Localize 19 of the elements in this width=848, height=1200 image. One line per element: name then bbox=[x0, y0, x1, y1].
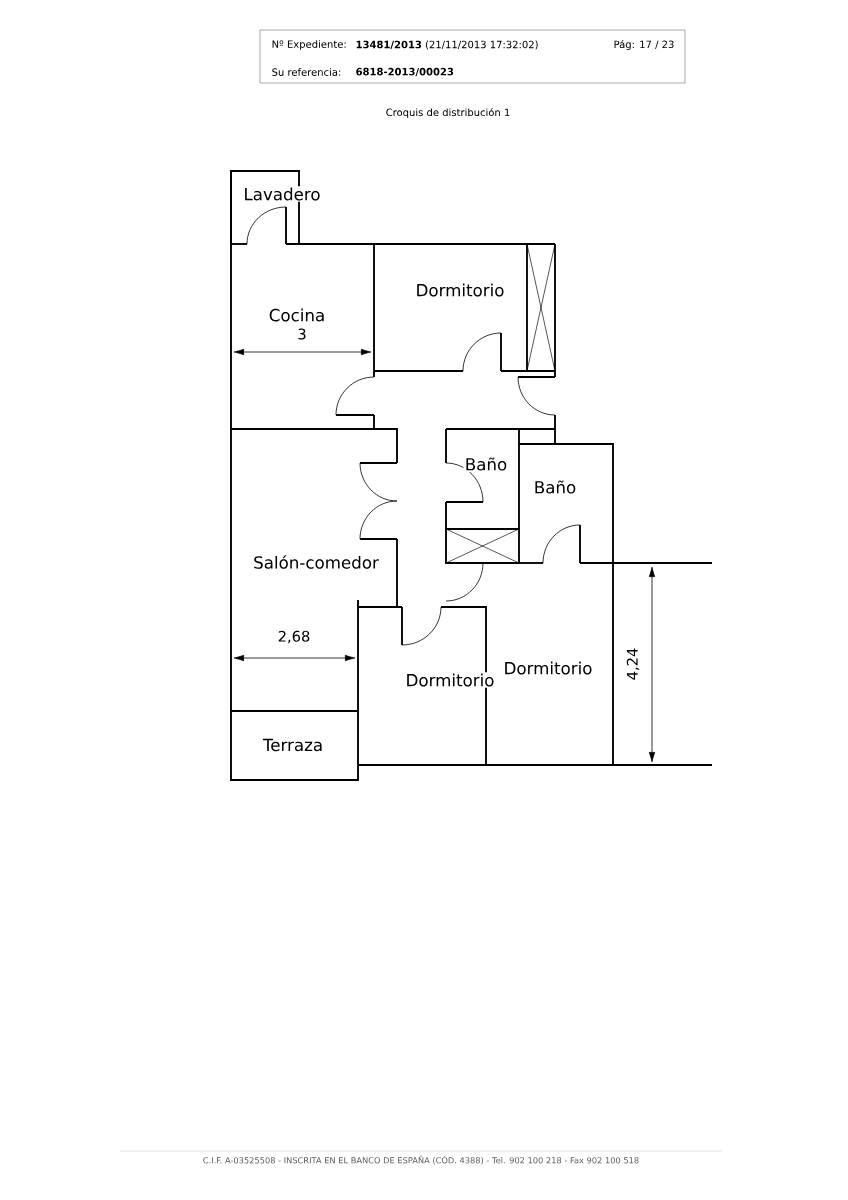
dimension-label: 3 bbox=[298, 328, 306, 340]
room-label: Salón-comedor bbox=[251, 553, 381, 571]
room-label: Cocina bbox=[267, 307, 327, 323]
room-label: Dormitorio bbox=[502, 660, 594, 676]
page-number: Pág: 17 / 23 bbox=[614, 40, 674, 51]
field-value: 6818-2013/00023 bbox=[356, 67, 454, 77]
dimension-label: 2,68 bbox=[278, 630, 310, 644]
field-label: Nº Expediente: bbox=[272, 40, 346, 50]
room-label: Lavadero bbox=[242, 186, 322, 202]
dimension-label: 4,24 bbox=[626, 648, 640, 680]
footer-text: C.I.F. A-03525508 - INSCRITA EN EL BANCO DE ESPAÑA (CÓD. 4388) - Tel. 902 100 218 - Fax 902 100 518 bbox=[203, 1155, 639, 1165]
caption-title: Croquis de distribución 1 bbox=[386, 108, 510, 119]
room-label: Baño bbox=[463, 456, 509, 472]
room-label: Dormitorio bbox=[414, 282, 506, 298]
field-label: Su referencia: bbox=[272, 68, 341, 76]
room-label: Dormitorio bbox=[404, 672, 496, 688]
room-label: Baño bbox=[532, 479, 578, 495]
field-value: 13481/2013 (21/11/2013 17:32:02) bbox=[356, 40, 538, 50]
room-label: Terraza bbox=[261, 737, 325, 753]
